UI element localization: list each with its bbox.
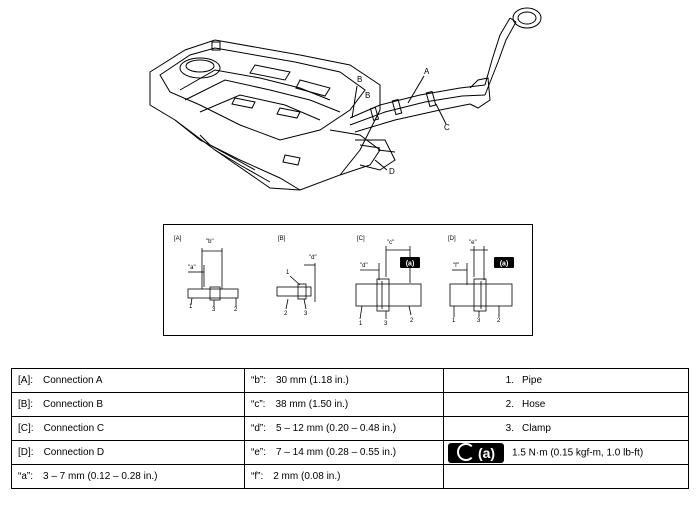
wrench-icon [456,442,475,461]
part-name: Hose [522,399,546,410]
legend-cell: “a”: 3 – 7 mm (0.12 – 0.28 in.) [11,464,245,489]
callout-d: D [389,167,395,176]
detail-c-dim-c: "c" [387,240,394,246]
legend-row: [D]: Connection D “e”: 7 – 14 mm (0.28 – 0… [11,440,689,465]
detail-c-part2: 2 [410,318,414,324]
legend-value: 7 – 14 mm (0.28 – 0.55 in.) [276,447,397,458]
legend-cell: [A]: Connection A [11,368,245,393]
callout-b-pipe: B [365,91,370,100]
legend-cell: “b”: 30 mm (1.18 in.) [244,368,444,393]
legend-value: 3 – 7 mm (0.12 – 0.28 in.) [43,471,158,482]
legend-key: “a”: [18,471,33,482]
legend-cell: 3. Clamp [443,416,689,441]
legend-key: [B]: [18,399,34,410]
part-number: 3. [505,423,514,434]
connection-detail-panel: [A] "b" "a" 1 3 2 [B] "d" 1 2 3 [C] "c" … [163,224,533,336]
legend-value: 38 mm (1.50 in.) [275,399,349,410]
legend-key: “e”: [251,447,266,458]
part-name: Pipe [522,375,543,386]
legend-value: Connection C [43,423,105,434]
part-name: Clamp [522,423,551,434]
legend-cell: “f”: 2 mm (0.08 in.) [244,464,444,489]
legend-key: “f”: [251,471,264,482]
legend-cell: “c”: 38 mm (1.50 in.) [244,392,444,417]
legend-row: [B]: Connection B “c”: 38 mm (1.50 in.) 2.… [11,392,689,417]
detail-c-dim-d: "d" [360,263,368,269]
detail-d-torque-badge: (a) [494,257,514,268]
legend-value: 5 – 12 mm (0.20 – 0.48 in.) [276,423,397,434]
torque-badge: (a) [448,442,504,463]
callout-c: C [444,123,450,132]
detail-d-part3: 3 [477,318,481,324]
detail-d-part2: 2 [497,318,501,324]
detail-b-title: [B] [278,236,286,242]
legend-row: “a”: 3 – 7 mm (0.12 – 0.28 in.) “f”: 2 mm … [11,464,689,489]
detail-a-dim-b: "b" [206,239,214,245]
detail-d-dim-e: "e" [469,240,477,246]
callout-a: A [424,67,430,76]
part-number: 2. [505,399,514,410]
legend-value: 30 mm (1.18 in.) [276,375,349,386]
part-number: 1. [505,375,514,386]
legend-key: “d”: [251,423,266,434]
legend-value: 2 mm (0.08 in.) [273,471,341,482]
legend-key: [D]: [18,447,34,458]
detail-d-part1: 1 [452,318,456,324]
svg-text:(a): (a) [500,261,509,268]
legend-cell: “d”: 5 – 12 mm (0.20 – 0.48 in.) [244,416,444,441]
detail-d-dim-f: "f" [453,263,459,269]
legend-cell: (a) 1.5 N·m (0.15 kgf-m, 1.0 lb-ft) [443,440,689,465]
detail-d-title: [D] [448,236,456,242]
legend-key: [C]: [18,423,34,434]
legend-row: [C]: Connection C “d”: 5 – 12 mm (0.20 – 0… [11,416,689,441]
legend-cell [443,464,689,489]
detail-b-part3: 3 [304,311,308,317]
legend-cell: [D]: Connection D [11,440,245,465]
legend-value: Connection D [43,447,105,458]
legend-cell: “e”: 7 – 14 mm (0.28 – 0.55 in.) [244,440,444,465]
legend-cell: 1. Pipe [443,368,689,393]
detail-b-part1: 1 [286,270,290,276]
svg-text:(a): (a) [406,261,415,268]
legend-cell: 2. Hose [443,392,689,417]
legend-table: [A]: Connection A “b”: 30 mm (1.18 in.) 1.… [11,368,689,489]
fuel-tank-illustration: B B A C D [149,7,542,191]
legend-key: [A]: [18,375,34,386]
torque-value: 1.5 N·m (0.15 kgf-m, 1.0 lb-ft) [512,447,644,459]
detail-b-dim-d: "d" [309,255,317,261]
detail-c-torque-badge: (a) [400,257,420,268]
detail-a-title: [A] [174,236,182,242]
legend-key: “b”: [251,375,266,386]
detail-c-title: [C] [357,236,365,242]
legend-key: “c”: [251,399,266,410]
detail-a-part2: 2 [234,307,238,313]
detail-a-part3: 3 [212,307,216,313]
detail-a-part1: 1 [189,304,193,310]
legend-cell: [B]: Connection B [11,392,245,417]
detail-c-part1: 1 [359,321,363,327]
legend-value: Connection B [43,399,104,410]
legend-cell: [C]: Connection C [11,416,245,441]
detail-b-part2: 2 [284,311,288,317]
legend-value: Connection A [43,375,103,386]
detail-a-dim-a: "a" [188,265,196,271]
callout-b: B [357,75,362,84]
detail-c-part3: 3 [384,321,388,327]
legend-row: [A]: Connection A “b”: 30 mm (1.18 in.) 1.… [11,368,689,393]
